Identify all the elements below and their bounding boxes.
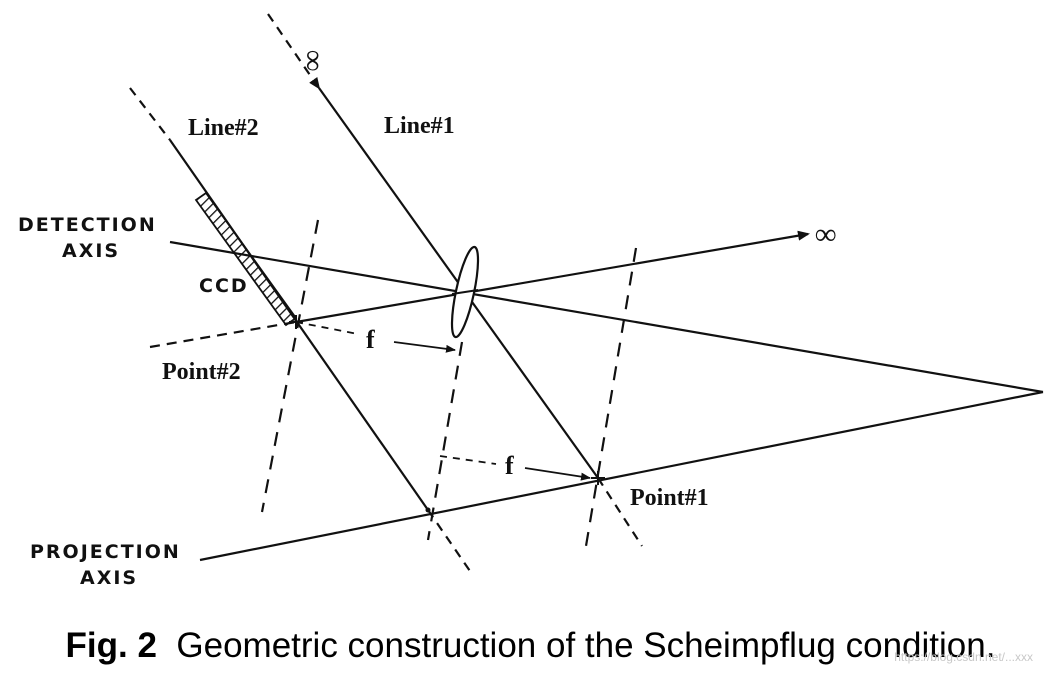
- detection-axis-line: [169, 240, 1044, 394]
- point2-label: Point#2: [162, 359, 241, 385]
- focal-tick-lower: [439, 455, 497, 465]
- focal-line-mid: [426, 341, 464, 541]
- figure-caption: Fig. 2 Geometric construction of the Sch…: [0, 626, 1061, 666]
- detection-axis-label-l1: DETECTION: [18, 214, 157, 236]
- line2-dashed-top: [129, 87, 171, 141]
- point1-marker: [591, 471, 605, 485]
- projection-axis-label-l2: AXIS: [80, 567, 138, 589]
- focal-label-upper: f: [366, 325, 375, 354]
- focal-arrow-upper: [393, 341, 456, 353]
- infinity-top-label: ∞: [297, 50, 330, 71]
- focal-arrow-lower: [524, 467, 591, 481]
- line2-label: Line#2: [188, 115, 259, 141]
- projection-axis-line: [199, 390, 1044, 562]
- ray-solid: [295, 230, 810, 324]
- scheimpflug-diagram: Line#2 Line#1 DETECTION AXIS CCD Point#2…: [18, 13, 1044, 589]
- focal-tick-upper: [295, 321, 359, 335]
- focal-line-left: [260, 219, 320, 513]
- infinity-right-label: ∞: [815, 218, 836, 251]
- projection-axis-label-l1: PROJECTION: [30, 541, 181, 563]
- detection-axis-label-l2: AXIS: [62, 240, 120, 262]
- point1-label: Point#1: [630, 485, 709, 511]
- intersection-marker: [425, 507, 431, 513]
- line1-dashed-bottom: [597, 477, 643, 547]
- ray-to-infinity: [149, 320, 297, 349]
- ccd-sensor: [194, 191, 298, 327]
- figure-caption-text: Geometric construction of the Scheimpflu…: [176, 626, 996, 665]
- focal-line-right: [583, 247, 638, 553]
- line2-dashed-bottom: [427, 509, 473, 575]
- line1-dashed-top: [267, 13, 313, 79]
- figure-number: Fig. 2: [65, 626, 157, 665]
- line1-label: Line#1: [384, 113, 455, 139]
- ccd-label: CCD: [199, 275, 249, 297]
- watermark: https://blog.csdn.net/...xxx: [894, 650, 1033, 664]
- focal-label-lower: f: [505, 451, 514, 480]
- lens-axis-mark: [451, 289, 479, 295]
- point2-marker: [289, 315, 303, 329]
